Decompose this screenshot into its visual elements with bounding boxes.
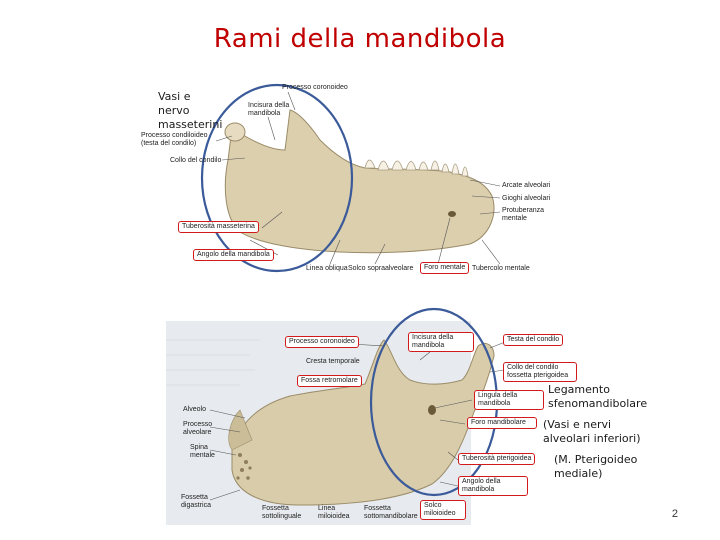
label-cresta-temporale: Cresta temporale bbox=[306, 358, 360, 366]
label-alveolo: Alveolo bbox=[183, 406, 206, 414]
label-linea-miloioidea: Linea miloioidea bbox=[318, 505, 354, 521]
label-linea-obliqua: Linea obliqua bbox=[306, 265, 348, 273]
boxed-label-processo-coronoideo: Processo coronoideo bbox=[285, 336, 359, 348]
label-processo-condiloideo: Processo condiloideo (testa del condilo) bbox=[141, 132, 215, 148]
boxed-label-solco-miloioideo: Solco miloioideo bbox=[420, 500, 466, 520]
label-fossetta-sottolinguale: Fossetta sottolinguale bbox=[262, 505, 312, 521]
boxed-label-incisura: Incisura della mandibola bbox=[408, 332, 474, 352]
note-legamento-sfenomandibolare: Legamento sfenomandibolare bbox=[548, 383, 648, 411]
label-collo-condilo: Collo del condilo bbox=[170, 157, 221, 165]
boxed-label-angolo-mandibola: Angolo della mandibola bbox=[193, 249, 274, 261]
boxed-label-lingula: Lingula della mandibola bbox=[474, 390, 544, 410]
label-spina-mentale: Spina mentale bbox=[190, 444, 214, 460]
label-arcate-alveolari: Arcate alveolari bbox=[502, 182, 550, 190]
slide-number: 2 bbox=[672, 508, 678, 520]
label-incisura: Incisura della mandibola bbox=[248, 102, 293, 118]
label-fossetta-sottomandibolare: Fossetta sottomandibolare bbox=[364, 505, 418, 521]
note-vasi-nervi-alveolari: (Vasi e nervi alveolari inferiori) bbox=[543, 418, 647, 446]
label-solco-sopraalveolare: Solco sopraalveolare bbox=[348, 265, 413, 273]
label-processo-coronoideo: Processo coronoideo bbox=[282, 84, 348, 92]
note-vasi-nervo-masseterini: Vasi e nervo masseterini bbox=[158, 90, 222, 132]
boxed-label-foro-mentale: Foro mentale bbox=[420, 262, 469, 274]
boxed-label-fossa-retromolare: Fossa retromolare bbox=[297, 375, 362, 387]
label-gioghi-alveolari: Gioghi alveolari bbox=[502, 195, 550, 203]
boxed-label-tuberosita-pterigoidea: Tuberosità pterigoidea bbox=[458, 453, 535, 465]
label-fossetta-digastrica: Fossetta digastrica bbox=[181, 494, 215, 510]
boxed-label-foro-mandibolare: Foro mandibolare bbox=[467, 417, 537, 429]
boxed-label-tuberosita-masseterina: Tuberosità masseterina bbox=[178, 221, 259, 233]
boxed-label-collo-condilo: Collo del condilo fossetta pterigoidea bbox=[503, 362, 577, 382]
boxed-label-angolo-mandibola-medial: Angolo della mandibola bbox=[458, 476, 528, 496]
note-pterigoideo-mediale: (M. Pterigoideo mediale) bbox=[554, 453, 644, 481]
label-tubercolo-mentale: Tubercolo mentale bbox=[472, 265, 530, 273]
label-processo-alveolare: Processo alveolare bbox=[183, 421, 213, 437]
label-protuberanza: Protuberanza mentale bbox=[502, 207, 542, 223]
boxed-label-testa-condilo: Testa del condilo bbox=[503, 334, 563, 346]
